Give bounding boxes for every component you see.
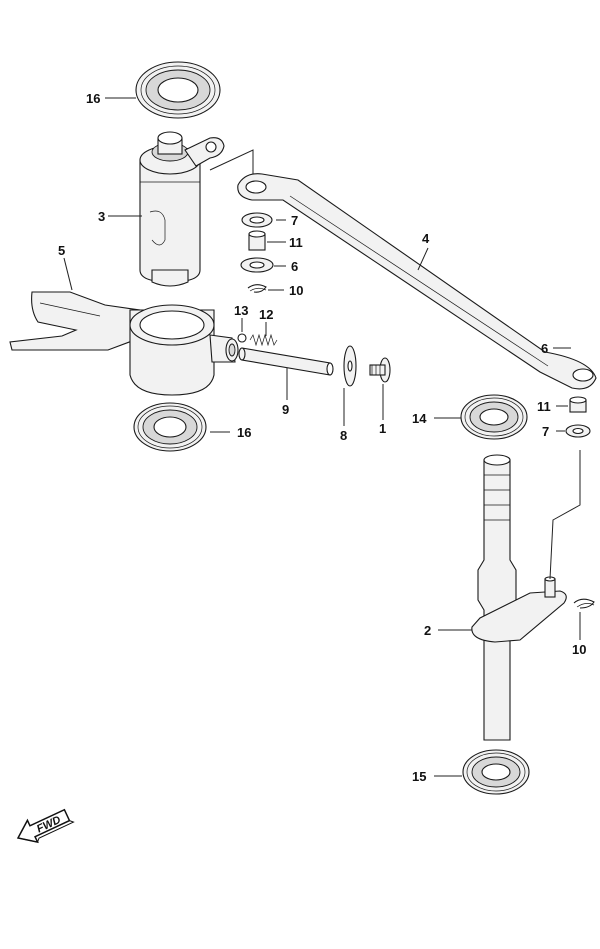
callout-15: 15 bbox=[412, 769, 426, 784]
shift-link-4 bbox=[209, 149, 597, 390]
bearing-16-top bbox=[135, 61, 221, 119]
callout-11-top: 11 bbox=[289, 235, 303, 250]
forward-arrow-icon: FWD bbox=[16, 808, 75, 844]
callout-5: 5 bbox=[58, 243, 65, 258]
callout-13: 13 bbox=[234, 303, 248, 318]
shift-cam-3 bbox=[139, 131, 225, 287]
spring-12 bbox=[249, 333, 278, 347]
ball-13 bbox=[237, 333, 247, 343]
forward-arrow-label: FWD bbox=[35, 814, 63, 835]
washer-8 bbox=[343, 345, 357, 387]
shift-fork-5 bbox=[9, 291, 239, 396]
washer-7-right bbox=[565, 424, 591, 438]
clip-10-right bbox=[573, 598, 595, 609]
bushing-11-right bbox=[569, 396, 587, 413]
callout-9: 9 bbox=[282, 402, 289, 417]
callout-10-top: 10 bbox=[289, 283, 303, 298]
bearing-14 bbox=[460, 394, 528, 440]
bearing-15 bbox=[462, 749, 530, 795]
shaft-9 bbox=[238, 347, 334, 376]
callout-14: 14 bbox=[412, 411, 427, 426]
clip-10-top bbox=[247, 284, 267, 293]
callout-7-right: 7 bbox=[542, 424, 549, 439]
callout-12: 12 bbox=[259, 307, 273, 322]
callout-10-right: 10 bbox=[572, 642, 586, 657]
callout-6-right: 6 bbox=[541, 341, 548, 356]
callout-3: 3 bbox=[98, 209, 105, 224]
bearing-16-bottom bbox=[133, 402, 207, 452]
callout-11-right: 11 bbox=[537, 399, 551, 414]
shift-shaft-2 bbox=[471, 450, 581, 741]
callout-6-top: 6 bbox=[291, 259, 298, 274]
callout-labels: 16 3 5 7 11 6 10 4 13 12 9 8 1 6 16 14 1… bbox=[58, 91, 586, 784]
washer-6-top bbox=[240, 257, 274, 273]
leader-lines bbox=[63, 97, 581, 777]
callout-1: 1 bbox=[379, 421, 386, 436]
callout-7-top: 7 bbox=[291, 213, 298, 228]
callout-4: 4 bbox=[422, 231, 430, 246]
bushing-11-top bbox=[248, 230, 266, 251]
callout-8: 8 bbox=[340, 428, 347, 443]
washer-7-top bbox=[241, 212, 273, 228]
bolt-1 bbox=[369, 357, 391, 383]
callout-16-top: 16 bbox=[86, 91, 100, 106]
callout-2: 2 bbox=[424, 623, 431, 638]
callout-16-bottom: 16 bbox=[237, 425, 251, 440]
